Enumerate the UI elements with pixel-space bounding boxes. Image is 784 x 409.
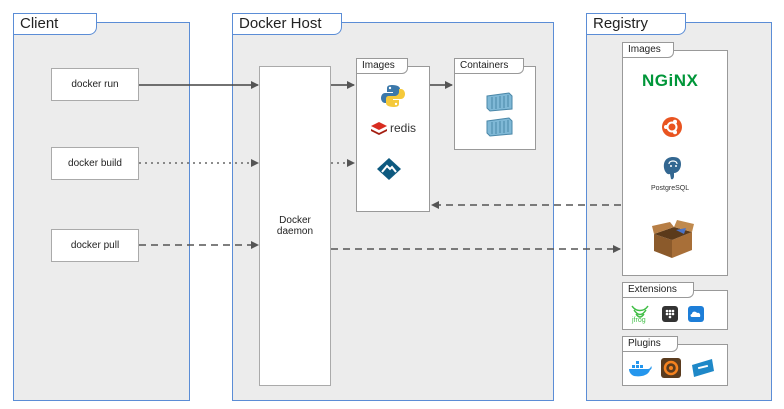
- registry-images-label: Images: [622, 42, 674, 58]
- docker-build-command[interactable]: docker build: [51, 147, 139, 180]
- host-containers-label: Containers: [454, 58, 524, 74]
- nginx-logo: NGiNX: [642, 71, 699, 90]
- vmware-icon: [692, 359, 714, 377]
- docker-host-title: Docker Host: [232, 13, 342, 35]
- registry-plugins-label: Plugins: [622, 336, 678, 352]
- python-icon: [381, 85, 405, 107]
- daemon-label-line1: Docker: [279, 215, 311, 226]
- container-icon: [486, 117, 513, 137]
- registry-extensions-label: Extensions: [622, 282, 694, 298]
- docker-run-command[interactable]: docker run: [51, 68, 139, 101]
- client-title: Client: [13, 13, 97, 35]
- docker-daemon: Docker daemon: [259, 66, 331, 386]
- registry-title: Registry: [586, 13, 686, 35]
- host-images-label: Images: [356, 58, 408, 74]
- daemon-label-line2: daemon: [276, 226, 314, 237]
- extension-icon: [662, 306, 678, 322]
- box-icon: [652, 220, 694, 258]
- redis-text: redis: [390, 121, 417, 135]
- docker-whale-icon: [629, 361, 652, 377]
- jfrog-icon: [631, 305, 649, 318]
- ubuntu-icon: [662, 117, 682, 137]
- redis-icon: [371, 122, 387, 135]
- alpine-icon: [377, 158, 401, 180]
- postgres-text: PostgreSQL: [651, 185, 690, 192]
- docker-pull-command[interactable]: docker pull: [51, 229, 139, 262]
- container-icon: [486, 92, 513, 112]
- postgresql-icon: [663, 157, 681, 180]
- cloud-icon: [688, 306, 704, 322]
- grafana-icon: [661, 358, 681, 378]
- jfrog-text: jfrog: [632, 317, 646, 324]
